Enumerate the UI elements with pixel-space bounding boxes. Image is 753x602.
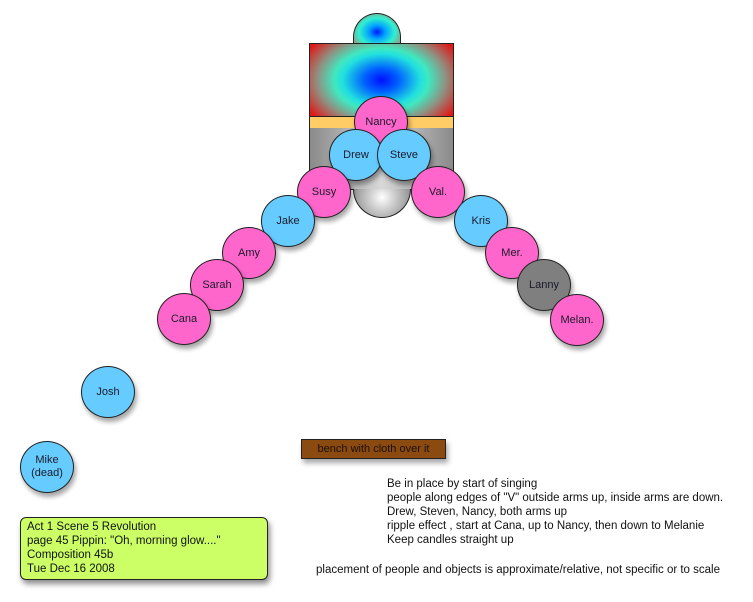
note-line: Drew, Steven, Nancy, both arms up [387, 506, 568, 518]
note-line: ripple effect , start at Cana, up to Nan… [387, 520, 705, 532]
bench: bench with cloth over it [301, 439, 446, 459]
info-line: Composition 45b [27, 549, 114, 561]
person-label: Mike (dead) [31, 454, 63, 479]
person-mike: Mike (dead) [20, 441, 74, 493]
person-lanny: Lanny [517, 259, 571, 311]
stage-platform-step [353, 189, 411, 218]
disclaimer: placement of people and objects is appro… [316, 564, 720, 576]
person-label: Jake [276, 214, 300, 227]
note-line: Be in place by start of singing [387, 478, 538, 490]
person-label: Susy [311, 185, 337, 198]
stage-platform-top-dome [353, 13, 401, 44]
person-label: Mer. [501, 246, 523, 259]
info-line: Act 1 Scene 5 Revolution [27, 521, 157, 533]
person-label: Steve [389, 148, 419, 161]
person-josh: Josh [81, 366, 135, 418]
person-label: Josh [96, 385, 120, 398]
person-label: Kris [471, 214, 491, 227]
staging-notes: Be in place by start of singing people a… [387, 477, 723, 547]
person-label: Val. [428, 185, 448, 198]
note-line: Keep candles straight up [387, 534, 514, 546]
person-label: Amy [238, 246, 260, 259]
person-mer: Mer. [485, 227, 539, 279]
person-label: Sarah [202, 278, 232, 291]
person-melan: Melan. [550, 294, 604, 346]
info-line: page 45 Pippin: "Oh, morning glow...." [27, 535, 221, 547]
info-line: Tue Dec 16 2008 [27, 563, 115, 575]
person-label: Lanny [529, 278, 559, 291]
person-label: Drew [343, 148, 369, 161]
person-label: Cana [170, 312, 198, 325]
info-box: Act 1 Scene 5 Revolution page 45 Pippin:… [20, 517, 268, 580]
person-label: Melan. [560, 313, 594, 326]
person-cana: Cana [157, 293, 211, 345]
note-line: people along edges of "V" outside arms u… [387, 492, 724, 504]
person-label: Nancy [365, 115, 397, 128]
person-kris: Kris [454, 195, 508, 247]
